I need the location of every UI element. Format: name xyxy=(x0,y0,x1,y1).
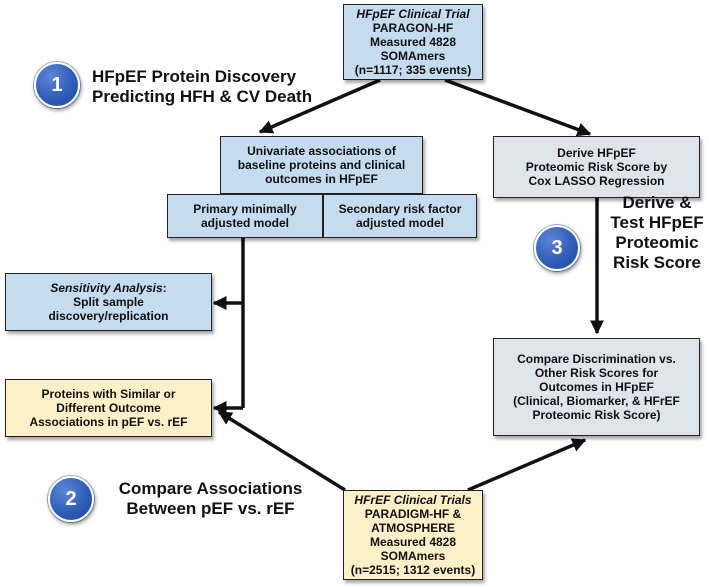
hfref-trials-line-1: PARADIGM-HF & xyxy=(364,507,462,521)
step-2-line-2: Between pEF vs. rEF xyxy=(126,499,295,518)
sensitivity-title: Sensitivity Analysis xyxy=(50,281,163,295)
step-1-line-2: Predicting HFH & CV Death xyxy=(92,87,313,106)
secondary-model-line-2: adjusted model xyxy=(355,216,444,230)
arrow-hfref-to-similar xyxy=(217,410,346,492)
hfref-trials-title: HFrEF Clinical Trials xyxy=(354,493,472,507)
hfpef-trial-measured: Measured 4828 SOMAmers xyxy=(369,35,457,63)
compare-line-1: Compare Discrimination vs. xyxy=(517,352,676,366)
similar-line-1: Proteins with Similar or xyxy=(41,387,176,401)
secondary-model-box: Secondary risk factor adjusted model xyxy=(323,194,477,238)
derive-line-2: Proteomic Risk Score by xyxy=(525,160,668,174)
sensitivity-line-2: discovery/replication xyxy=(48,309,169,323)
sensitivity-title-row: Sensitivity Analysis: xyxy=(50,281,166,295)
step-2-badge: 2 xyxy=(48,476,94,522)
derive-line-1: Derive HFpEF xyxy=(557,146,636,160)
step-3-line-2: Test HFpEF xyxy=(610,213,704,232)
compare-line-2: Other Risk Scores for xyxy=(534,366,659,380)
hfref-trials-line-2: ATMOSPHERE xyxy=(371,521,455,535)
arrow-trial-to-univariate xyxy=(258,78,381,134)
sensitivity-title-colon: : xyxy=(162,281,167,295)
univariate-associations-box: Univariate associations of baseline prot… xyxy=(220,136,423,194)
step-1-heading: HFpEF Protein Discovery Predicting HFH &… xyxy=(92,67,352,107)
derive-line-3: Cox LASSO Regression xyxy=(528,174,665,188)
hfpef-trial-title: HFpEF Clinical Trial xyxy=(356,7,470,21)
step-1-badge: 1 xyxy=(34,62,80,108)
univariate-line-3: outcomes in HFpEF xyxy=(265,172,378,186)
derive-risk-score-box: Derive HFpEF Proteomic Risk Score by Cox… xyxy=(493,136,700,198)
hfpef-trial-counts: (n=1117; 335 events) xyxy=(354,63,472,77)
step-3-heading: Derive & Test HFpEF Proteomic Risk Score xyxy=(605,193,709,273)
arrow-hfref-to-compare xyxy=(467,438,587,492)
hfpef-trial-box: HFpEF Clinical Trial PARAGON-HF Measured… xyxy=(343,4,483,80)
arrow-trial-to-derive xyxy=(444,78,592,137)
hfpef-trial-name: PARAGON-HF xyxy=(372,21,454,35)
univariate-line-1: Univariate associations of xyxy=(247,144,396,158)
hfref-trials-line-3: Measured 4828 SOMAmers xyxy=(369,535,457,563)
step-2-line-1: Compare Associations xyxy=(118,479,303,498)
hfref-trials-line-4: (n=2515; 1312 events) xyxy=(350,563,476,577)
similar-proteins-box: Proteins with Similar or Different Outco… xyxy=(5,379,212,437)
compare-discrimination-box: Compare Discrimination vs. Other Risk Sc… xyxy=(493,338,700,436)
step-2-heading: Compare Associations Between pEF vs. rEF xyxy=(103,479,318,519)
similar-line-3: Associations in pEF vs. rEF xyxy=(29,415,188,429)
sensitivity-line-1: Split sample xyxy=(73,295,144,309)
compare-line-5: Proteomic Risk Score) xyxy=(532,408,661,422)
step-3-line-3: Proteomic xyxy=(615,233,699,252)
step-3-badge: 3 xyxy=(534,225,580,271)
step-1-line-1: HFpEF Protein Discovery xyxy=(92,67,297,86)
step-3-line-4: Risk Score xyxy=(613,253,701,272)
primary-model-line-1: Primary minimally xyxy=(193,202,297,216)
similar-line-2: Different Outcome xyxy=(56,401,161,415)
step-3-line-1: Derive & xyxy=(622,193,692,212)
compare-line-3: Outcomes in HFpEF xyxy=(539,380,654,394)
univariate-line-2: baseline proteins and clinical xyxy=(237,158,406,172)
compare-line-4: (Clinical, Biomarker, & HFrEF xyxy=(513,394,680,408)
primary-model-box: Primary minimally adjusted model xyxy=(167,194,323,238)
primary-model-line-2: adjusted model xyxy=(200,216,289,230)
hfref-trials-box: HFrEF Clinical Trials PARADIGM-HF & ATMO… xyxy=(343,490,483,580)
secondary-model-line-1: Secondary risk factor xyxy=(338,202,462,216)
sensitivity-analysis-box: Sensitivity Analysis: Split sample disco… xyxy=(5,273,212,331)
